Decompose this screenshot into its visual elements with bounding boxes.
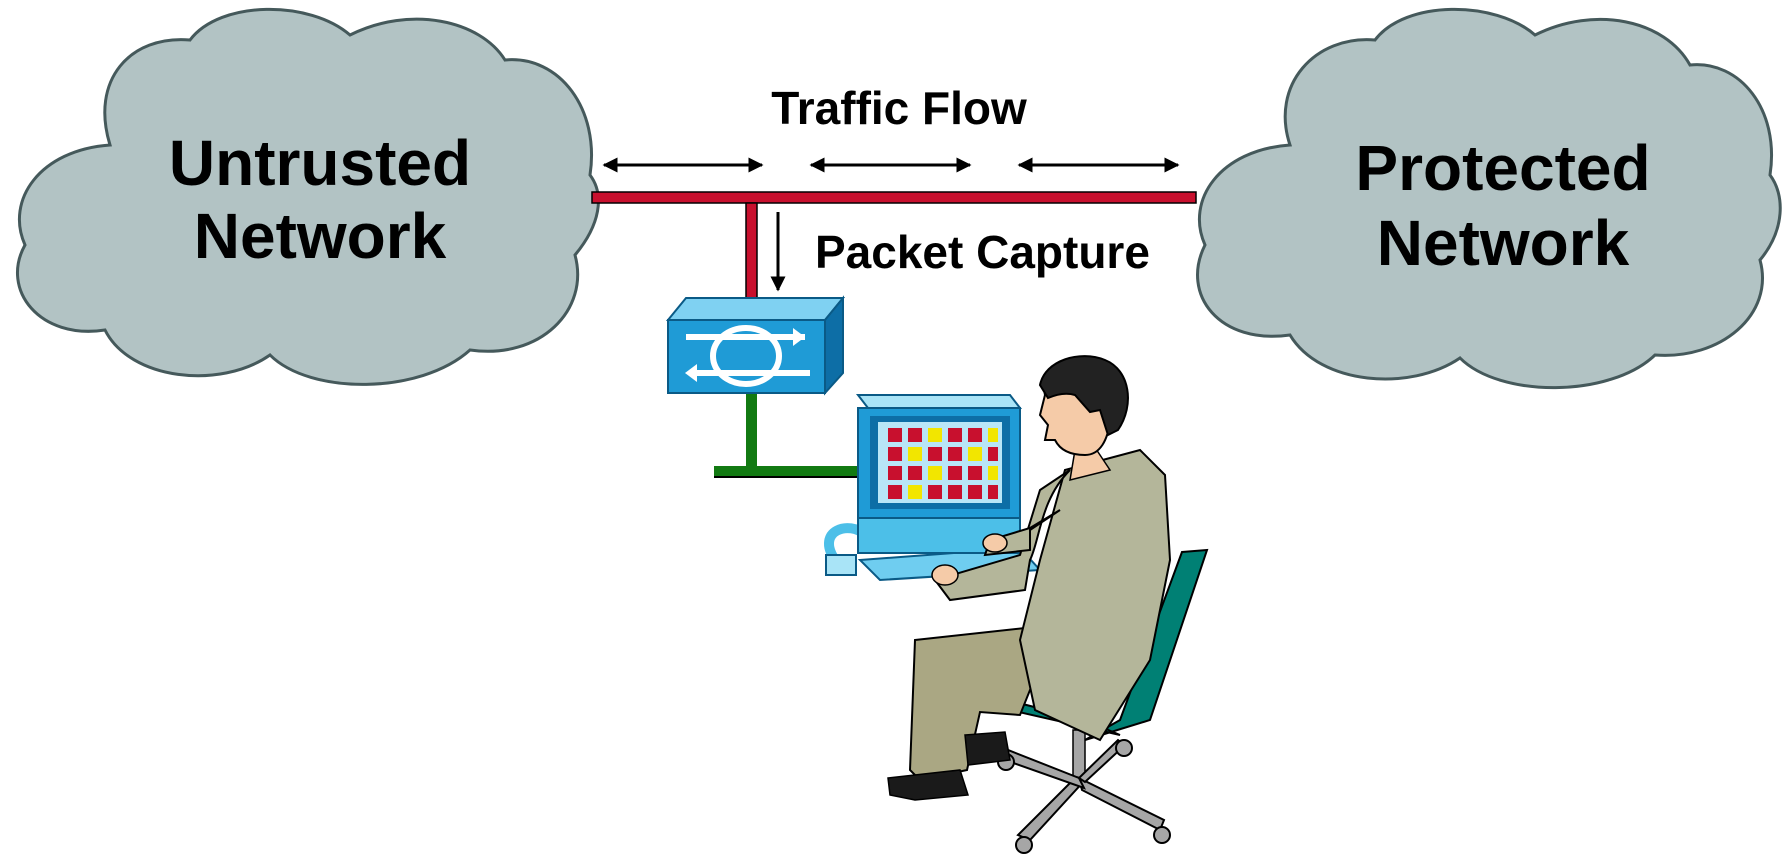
ids-sensor-icon <box>665 295 846 396</box>
traffic-flow-label: Traffic Flow <box>771 82 1027 134</box>
untrusted-network-cloud: Untrusted Network <box>15 7 600 386</box>
cloud-icon <box>15 7 600 386</box>
protected-label-line1: Protected <box>1355 132 1650 204</box>
untrusted-label-line1: Untrusted <box>169 127 471 199</box>
protected-label-line2: Network <box>1377 207 1630 279</box>
cloud-icon <box>1196 7 1782 390</box>
untrusted-label-line2: Network <box>194 200 447 272</box>
screen-grid <box>888 428 998 499</box>
packet-capture-label: Packet Capture <box>815 226 1150 278</box>
monitoring-link <box>714 390 862 478</box>
workstation <box>824 394 1043 582</box>
ids-sensor <box>665 295 846 396</box>
person-icon <box>887 355 1172 801</box>
protected-network-cloud: Protected Network <box>1196 7 1782 390</box>
